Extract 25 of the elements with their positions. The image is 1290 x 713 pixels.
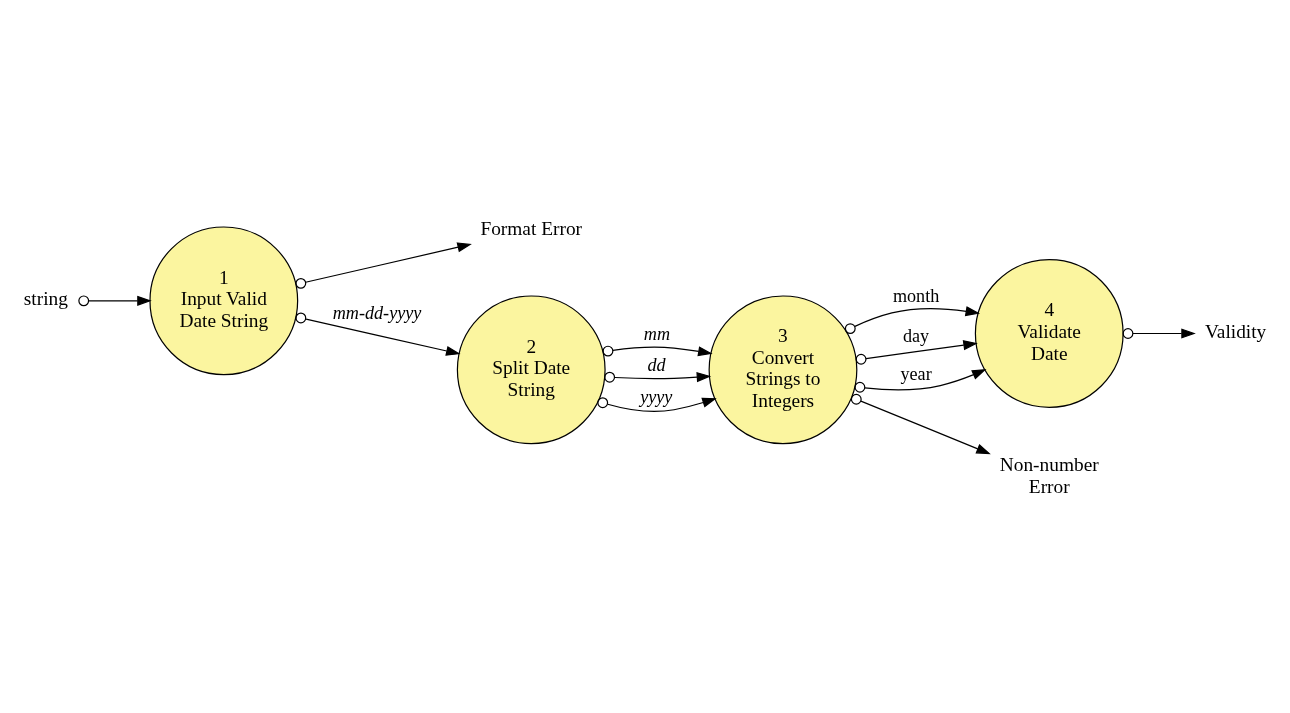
edge-label: mm bbox=[643, 323, 670, 344]
arrow bbox=[78, 295, 152, 307]
arrow bbox=[604, 371, 712, 383]
node-circle: 4 Validate Date bbox=[974, 259, 1124, 408]
edge-label: mm-dd-yyyy bbox=[332, 302, 422, 323]
node-text: string bbox=[23, 288, 68, 310]
arrow bbox=[602, 345, 713, 357]
arrow bbox=[1122, 328, 1196, 339]
edge-label: dd bbox=[647, 355, 666, 376]
arrow bbox=[855, 340, 978, 365]
edge-label: yyyy bbox=[640, 386, 673, 407]
arrow bbox=[854, 369, 987, 393]
edge-label: day bbox=[903, 325, 930, 346]
edge-label: year bbox=[900, 363, 932, 384]
arrow bbox=[844, 306, 981, 335]
node-circle: 2 Split Date String bbox=[456, 295, 606, 445]
edge-label: month bbox=[892, 286, 940, 307]
node-text: Non-number Error bbox=[999, 454, 1099, 498]
node-circle: 1 Input Valid Date String bbox=[149, 226, 299, 376]
arrow bbox=[295, 312, 461, 356]
arrow bbox=[850, 393, 991, 455]
node-text: Validity bbox=[1204, 321, 1267, 343]
arrow bbox=[597, 397, 717, 413]
arrow bbox=[295, 242, 472, 289]
node-text: Format Error bbox=[480, 218, 583, 240]
